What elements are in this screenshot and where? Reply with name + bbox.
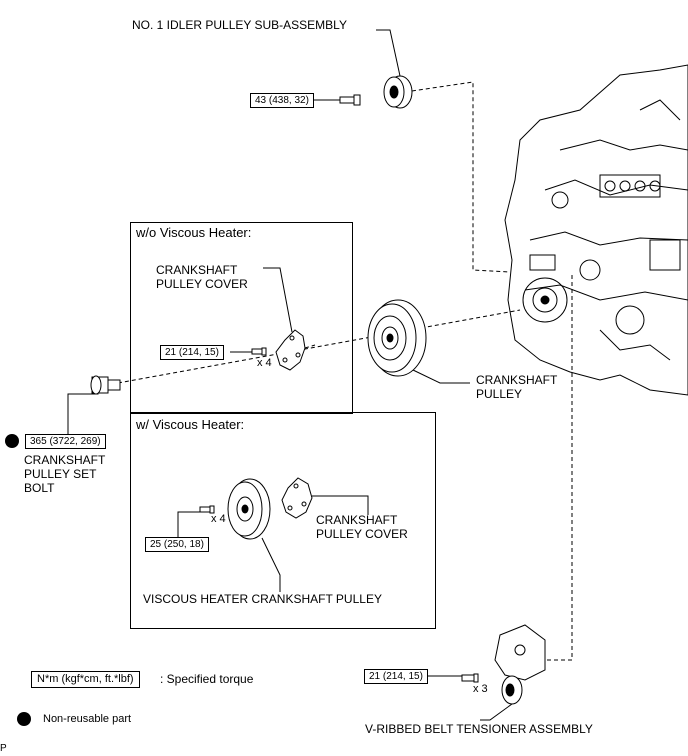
frame-title-with-heater: w/ Viscous Heater: bbox=[136, 417, 245, 432]
torque-crank-bolt: 365 (3722, 269) bbox=[25, 434, 106, 449]
label-crank-bolt: CRANKSHAFT PULLEY SET BOLT bbox=[24, 453, 106, 495]
idler-bolt bbox=[339, 94, 361, 106]
viscous-bolt bbox=[199, 505, 215, 514]
torque-tensioner: 21 (214, 15) bbox=[364, 669, 428, 684]
crankshaft-bolt bbox=[90, 375, 121, 395]
frame-title-without-heater: w/o Viscous Heater: bbox=[136, 225, 252, 240]
torque-viscous: 25 (250, 18) bbox=[145, 537, 209, 552]
nonreusable-dot-bolt bbox=[5, 434, 19, 448]
frame-with-heater bbox=[130, 412, 436, 629]
tensioner-assembly bbox=[494, 624, 546, 705]
legend-torque-box: N*m (kgf*cm, ft.*lbf) bbox=[31, 671, 140, 688]
torque-idler: 43 (438, 32) bbox=[250, 93, 314, 108]
crankshaft-pulley bbox=[367, 299, 427, 377]
corner-mark: P bbox=[0, 743, 7, 754]
pulley-cover-wo bbox=[275, 329, 306, 371]
label-crank-pulley: CRANKSHAFT PULLEY bbox=[476, 373, 558, 401]
legend-torque-desc: : Specified torque bbox=[160, 672, 254, 686]
frame-without-heater bbox=[130, 222, 353, 414]
label-crank-cover-w: CRANKSHAFT PULLEY COVER bbox=[316, 513, 408, 541]
viscous-pulley bbox=[227, 478, 271, 540]
label-crank-cover-wo: CRANKSHAFT PULLEY COVER bbox=[156, 263, 248, 291]
label-idler-pulley: NO. 1 IDLER PULLEY SUB-ASSEMBLY bbox=[132, 18, 347, 32]
qty-tensioner: x 3 bbox=[473, 683, 488, 695]
pulley-cover-w bbox=[281, 477, 313, 519]
label-tensioner: V-RIBBED BELT TENSIONER ASSEMBLY bbox=[365, 722, 593, 736]
engine-block bbox=[504, 64, 688, 396]
torque-cover-wo: 21 (214, 15) bbox=[160, 345, 224, 360]
idler-pulley bbox=[383, 75, 413, 109]
legend-nonreusable: Non-reusable part bbox=[43, 713, 132, 725]
tensioner-bolt bbox=[461, 673, 479, 683]
label-viscous-pulley: VISCOUS HEATER CRANKSHAFT PULLEY bbox=[143, 592, 382, 606]
qty-cover-wo: x 4 bbox=[257, 357, 272, 369]
qty-viscous: x 4 bbox=[211, 513, 226, 525]
nonreusable-dot-legend bbox=[17, 712, 31, 726]
